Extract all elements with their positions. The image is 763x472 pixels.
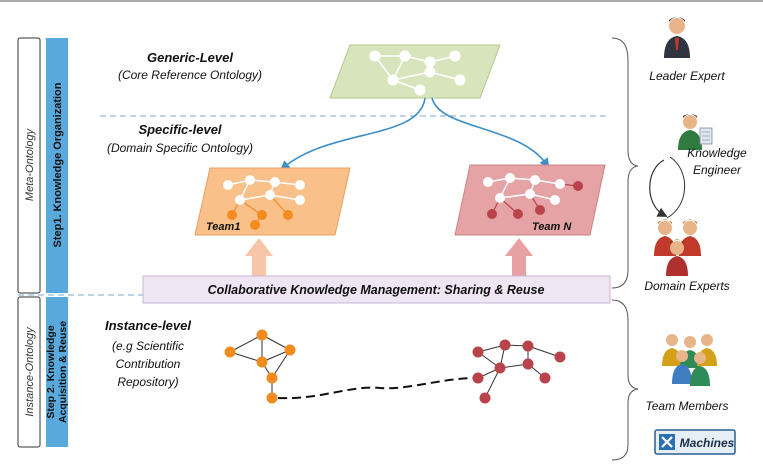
instance-level-line: Contribution bbox=[116, 357, 181, 371]
instance-level-line: (e.g Scientific bbox=[112, 339, 184, 353]
cycle-arrow-return bbox=[666, 156, 686, 219]
collab-bar-label: Collaborative Knowledge Management: Shar… bbox=[208, 283, 545, 297]
instance-level-title: Instance-level bbox=[105, 318, 191, 333]
teamN-label: Team N bbox=[532, 221, 572, 233]
specific-level-subtitle: (Domain Specific Ontology) bbox=[107, 141, 253, 155]
meta-brace bbox=[611, 37, 639, 289]
instance-brace bbox=[611, 299, 639, 461]
machines-icon bbox=[654, 429, 736, 455]
machines-label: Machines bbox=[680, 436, 735, 450]
generic-to-team1-arrow bbox=[279, 97, 426, 171]
knowledge-engineer-label: Engineer bbox=[693, 163, 742, 177]
meta-ontology-bracket bbox=[17, 37, 41, 294]
team1-label: Team1 bbox=[206, 221, 240, 233]
team-members-label: Team Members bbox=[646, 399, 729, 413]
instance-ontology-label: Instance-Ontology bbox=[24, 326, 36, 417]
step2-label-line2: Acquisition & Reuse bbox=[57, 321, 69, 423]
team-members-icon bbox=[662, 334, 717, 386]
teamN-ontology-graph: Team N bbox=[454, 164, 606, 236]
instance-graph-orange bbox=[224, 329, 296, 404]
domain-experts-label: Domain Experts bbox=[644, 279, 729, 293]
team1-ontology-graph: Team1 bbox=[194, 167, 351, 236]
cycle-arrow-icon bbox=[649, 159, 668, 217]
instance-level-line: Repository) bbox=[117, 375, 178, 389]
teamN-up-arrow bbox=[505, 238, 533, 277]
step1-bar bbox=[46, 38, 68, 293]
instance-graph-red bbox=[472, 339, 566, 404]
generic-ontology-graph bbox=[329, 44, 501, 99]
domain-experts-icon bbox=[654, 219, 701, 276]
knowledge-engineer-label: Knowledge bbox=[687, 146, 747, 160]
collab-bar bbox=[142, 275, 611, 304]
step2-bar bbox=[46, 297, 68, 447]
generic-level-title: Generic-Level bbox=[147, 50, 233, 65]
step2-label-line1: Step 2. Knowledge bbox=[45, 325, 57, 419]
specific-level-title: Specific-level bbox=[138, 122, 221, 137]
leader-expert-icon bbox=[664, 17, 690, 58]
instance-ontology-bracket bbox=[17, 296, 41, 448]
step1-label: Step1. Knowledge Organization bbox=[52, 82, 64, 247]
knowledge-engineer-icon bbox=[678, 114, 713, 150]
leader-expert-label: Leader Expert bbox=[649, 69, 725, 83]
generic-to-teamN-arrow bbox=[431, 97, 550, 169]
team1-up-arrow bbox=[245, 238, 273, 277]
instance-link-dashed bbox=[277, 377, 479, 400]
generic-level-subtitle: (Core Reference Ontology) bbox=[118, 68, 262, 82]
meta-ontology-label: Meta-Ontology bbox=[24, 127, 36, 201]
